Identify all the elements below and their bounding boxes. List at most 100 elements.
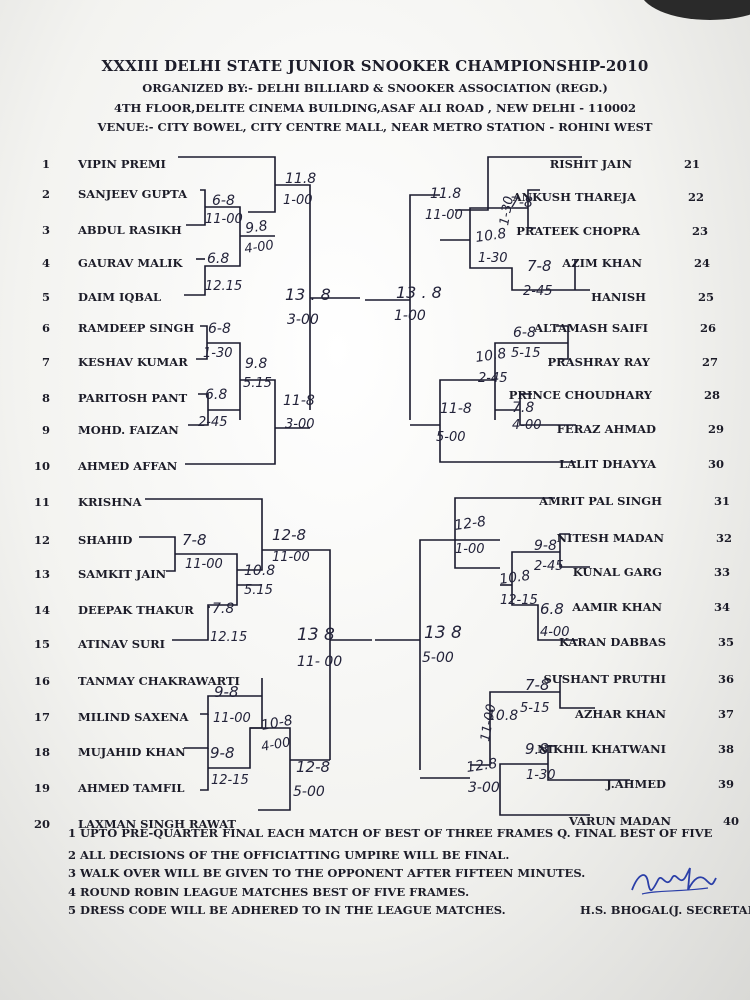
player-name: AZHAR KHAN: [575, 707, 666, 721]
seed-number: 34: [714, 600, 731, 614]
match-score: 2-45: [198, 415, 228, 430]
player-name: AHMED TAMFIL: [78, 781, 185, 795]
bracket-line: [527, 189, 540, 229]
seed-number: 4: [41, 256, 50, 270]
bracket-line: [186, 189, 206, 226]
seed-number: 38: [718, 742, 735, 756]
seed-number: 31: [714, 494, 731, 508]
match-score: 4-00: [243, 238, 274, 257]
match-score: 13 . 8: [285, 285, 331, 304]
seed-number: 22: [688, 190, 705, 204]
match-score: 10.8: [474, 346, 507, 366]
rule-1: 1 UPTO PRE-QUARTER FINAL EACH MATCH OF B…: [68, 826, 713, 840]
bracket-line: [494, 342, 568, 420]
match-score: 11-00: [185, 557, 223, 572]
match-score: 11-00: [425, 208, 463, 223]
seed-number: 40: [723, 814, 740, 828]
seed-number: 19: [33, 781, 50, 795]
organizer-line: ORGANIZED BY:- DELHI BILLIARD & SNOOKER …: [142, 81, 608, 95]
match-score: 1-30: [526, 768, 556, 783]
match-score: 10.8: [244, 563, 275, 579]
match-score: 3-00: [285, 417, 315, 432]
bracket-line: [172, 553, 238, 641]
player-name: KRISHNA: [78, 495, 142, 509]
player-name: VARUN MADAN: [568, 814, 671, 828]
player-name: HANISH: [591, 290, 646, 304]
bracket-line: [208, 727, 291, 811]
match-score: 13 8: [297, 625, 335, 645]
match-score: 12.15: [205, 279, 242, 294]
player-name: SAMKIT JAIN: [78, 567, 167, 581]
bracket-line: [145, 498, 263, 571]
match-score: 1-00: [283, 193, 313, 208]
bracket-line: [275, 184, 311, 410]
match-score: 12.15: [210, 630, 247, 645]
seed-number: 30: [708, 457, 725, 471]
player-name: MILIND SAXENA: [78, 710, 189, 724]
bracket-line: [184, 714, 209, 749]
seed-number: 39: [718, 777, 735, 791]
seed-number: 28: [704, 388, 721, 402]
seed-number: 26: [700, 321, 717, 335]
seed-number: 5: [41, 290, 50, 304]
seed-number: 20: [33, 817, 50, 831]
bracket-line: [200, 748, 209, 791]
match-score: 6.8: [540, 600, 564, 618]
match-score: 7-8: [182, 531, 207, 549]
seed-number: 9: [41, 423, 50, 437]
match-score: 9-8: [214, 683, 239, 701]
match-score: 1-30: [478, 251, 508, 266]
seed-number: 29: [708, 422, 725, 436]
bracket-line: [469, 207, 590, 291]
bracket-line: [262, 549, 331, 760]
match-score: 11-8: [440, 401, 472, 417]
signatory-name: H.S. BHOGAL(J. SECRETARY): [580, 903, 750, 917]
match-score: 9.8: [244, 218, 268, 237]
bracket-line: [547, 745, 630, 781]
match-score: 10.8: [474, 226, 507, 246]
seed-number: 8: [41, 391, 50, 405]
match-score: 11-8: [283, 393, 315, 409]
seed-number: 23: [692, 224, 709, 238]
bracket-line: [455, 156, 582, 211]
match-score: 11-00: [213, 711, 251, 726]
match-score: 6-8: [212, 193, 235, 209]
match-score: 1-00: [394, 308, 426, 324]
player-name: TANMAY CHAKRAWARTI: [78, 674, 240, 688]
player-name: DAIM IQBAL: [78, 290, 162, 304]
match-score: 4-00: [260, 735, 292, 755]
player-name: AHMED AFFAN: [78, 459, 178, 473]
match-score: 11.8: [430, 186, 461, 202]
match-score: 11-00: [478, 703, 499, 743]
seed-number: 37: [718, 707, 735, 721]
match-score: 11- 00: [297, 654, 342, 670]
match-score: 5.15: [243, 376, 272, 391]
seed-number: 7: [41, 355, 50, 369]
seed-number: 21: [684, 157, 701, 171]
seed-number: 16: [33, 674, 50, 688]
player-name: RAMDEEP SINGH: [78, 321, 195, 335]
bracket-line: [184, 206, 241, 296]
seed-number: 14: [33, 603, 50, 617]
seed-number: 35: [718, 635, 735, 649]
bracket-line: [499, 763, 590, 816]
match-score: 10.8: [487, 708, 518, 724]
seed-number: 2: [41, 187, 50, 201]
player-name: NIKHIL KHATWANI: [537, 742, 666, 756]
match-score: 5-15: [520, 701, 550, 716]
match-score: 7.8: [512, 400, 534, 416]
match-score: 5-00: [436, 430, 466, 445]
match-score: 5-00: [422, 650, 454, 666]
match-score: 12-8: [453, 514, 487, 534]
player-name: AZIM KHAN: [562, 256, 642, 270]
player-name: KARAN DABBAS: [558, 635, 666, 649]
seed-number: 13: [33, 567, 50, 581]
match-score: 10-8: [260, 713, 294, 734]
seed-number: 11: [33, 495, 50, 509]
match-score: 13 8: [424, 623, 462, 643]
venue-line: VENUE:- CITY BOWEL, CITY CENTRE MALL, NE…: [97, 120, 653, 134]
match-score: 9-8: [534, 538, 557, 554]
seed-number: 32: [716, 531, 733, 545]
